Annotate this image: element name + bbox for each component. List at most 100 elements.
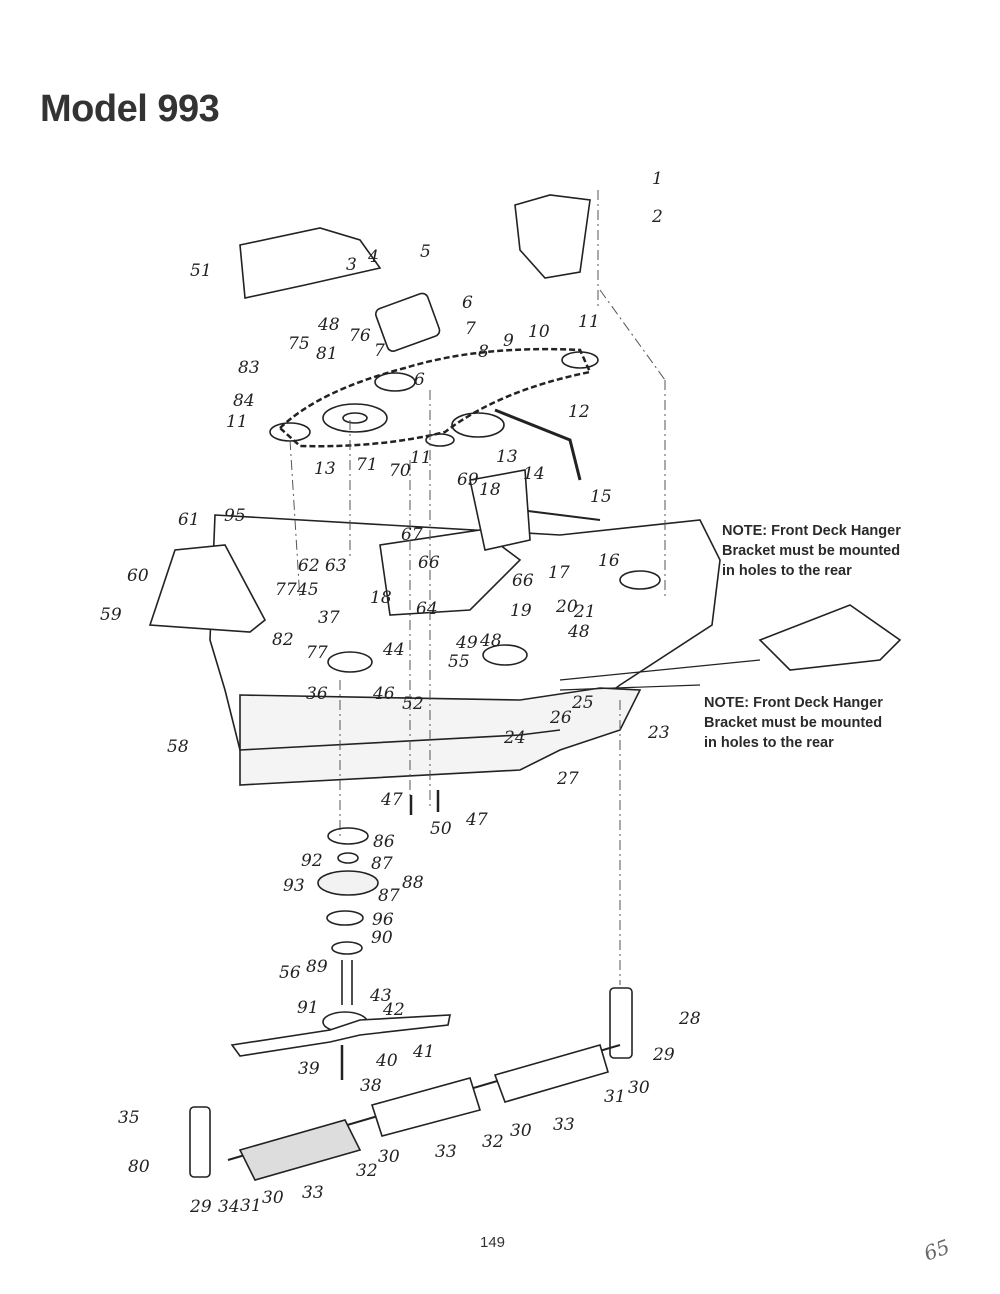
part-callout-9: 9 <box>503 331 514 351</box>
part-callout-87: 87 <box>378 886 400 906</box>
note-line: in holes to the rear <box>704 735 834 751</box>
part-callout-6: 6 <box>414 370 425 390</box>
part-callout-8: 8 <box>478 342 489 362</box>
part-callout-11: 11 <box>410 448 432 468</box>
part-callout-33: 33 <box>435 1142 457 1162</box>
part-callout-90: 90 <box>371 928 393 948</box>
part-callout-20: 20 <box>555 597 578 617</box>
part-callout-80: 80 <box>128 1157 150 1177</box>
pulley-right-center <box>451 412 505 438</box>
spindle-mount-right <box>619 570 661 590</box>
drive-belt <box>278 347 592 448</box>
part-callout-38: 38 <box>360 1076 382 1096</box>
part-callout-25: 25 <box>571 693 594 713</box>
part-callout-61: 61 <box>178 510 200 530</box>
part-callout-18: 18 <box>479 480 501 500</box>
part-callout-36: 36 <box>306 684 328 704</box>
part-callout-24: 24 <box>503 728 526 748</box>
part-callout-63: 63 <box>325 556 347 576</box>
part-callout-4: 4 <box>367 247 379 267</box>
note-front-deck-hanger-top: NOTE: Front Deck Hanger Bracket must be … <box>722 521 901 581</box>
part-callout-66: 66 <box>418 553 440 573</box>
center-bracket <box>379 529 522 616</box>
part-callout-12: 12 <box>568 402 590 422</box>
part-callout-77: 77 <box>306 643 328 663</box>
part-callout-26: 26 <box>549 708 572 728</box>
part-callout-70: 70 <box>389 461 411 481</box>
part-callout-29: 29 <box>189 1197 212 1217</box>
pulley-idler <box>374 372 416 392</box>
part-callout-48: 48 <box>479 631 502 651</box>
part-callout-84: 84 <box>233 391 255 411</box>
part-callout-14: 14 <box>523 464 545 484</box>
part-callout-95: 95 <box>224 506 246 526</box>
part-callout-30: 30 <box>262 1188 284 1208</box>
part-callout-18: 18 <box>370 588 392 608</box>
part-callout-89: 89 <box>306 957 328 977</box>
spindle-housing <box>317 870 379 896</box>
idler-arm <box>494 408 582 481</box>
part-callout-45: 45 <box>296 580 319 600</box>
part-callout-69: 69 <box>457 470 479 490</box>
part-callout-88: 88 <box>402 873 424 893</box>
part-callout-52: 52 <box>402 694 424 714</box>
page-number: 149 <box>480 1234 506 1251</box>
spindle-bearing-lower <box>331 941 363 955</box>
part-callout-55: 55 <box>448 652 470 672</box>
gearbox <box>374 292 441 352</box>
part-callout-40: 40 <box>375 1051 398 1071</box>
roller-bracket-right <box>609 987 633 1059</box>
part-callout-66: 66 <box>512 571 534 591</box>
part-callout-31: 31 <box>604 1087 626 1107</box>
spindle-mount-center <box>482 644 528 666</box>
part-callout-30: 30 <box>628 1078 650 1098</box>
roller-right <box>493 1044 609 1103</box>
part-callout-48: 48 <box>317 315 340 335</box>
spindle-mount-left <box>327 651 373 673</box>
part-callout-7: 7 <box>465 319 476 339</box>
note-front-deck-hanger-bottom: NOTE: Front Deck Hanger Bracket must be … <box>704 693 883 753</box>
note-line: Bracket must be mounted <box>704 715 883 731</box>
part-callout-58: 58 <box>167 737 189 757</box>
part-callout-37: 37 <box>318 608 340 628</box>
part-callout-67: 67 <box>401 525 423 545</box>
part-callout-31: 31 <box>240 1196 262 1216</box>
part-callout-33: 33 <box>302 1183 324 1203</box>
part-callout-51: 51 <box>190 261 212 281</box>
part-callout-10: 10 <box>528 322 550 342</box>
part-callout-13: 13 <box>314 459 336 479</box>
part-callout-21: 21 <box>573 602 596 622</box>
part-callout-81: 81 <box>316 344 338 364</box>
part-callout-32: 32 <box>482 1132 504 1152</box>
part-callout-28: 28 <box>678 1009 701 1029</box>
note-line: in holes to the rear <box>722 563 852 579</box>
part-callout-41: 41 <box>412 1042 435 1062</box>
adjust-rod <box>519 509 601 521</box>
part-callout-48: 48 <box>567 622 590 642</box>
part-callout-47: 47 <box>380 790 403 810</box>
spindle-bearing-upper <box>326 910 364 926</box>
note-line: NOTE: Front Deck Hanger <box>722 523 901 539</box>
pulley-center <box>322 403 388 433</box>
part-callout-3: 3 <box>346 255 357 275</box>
pulley-mid <box>425 433 455 447</box>
part-callout-19: 19 <box>510 601 532 621</box>
part-callout-96: 96 <box>372 910 394 930</box>
roller-bracket-left <box>189 1106 211 1178</box>
part-callout-35: 35 <box>118 1108 140 1128</box>
part-callout-86: 86 <box>373 832 395 852</box>
part-callout-1: 1 <box>652 169 663 189</box>
part-callout-75: 75 <box>288 334 310 354</box>
part-callout-92: 92 <box>301 851 323 871</box>
part-callout-11: 11 <box>226 412 248 432</box>
part-callout-59: 59 <box>100 605 122 625</box>
right-belt-guard <box>514 194 591 279</box>
left-belt-guard <box>239 227 382 299</box>
part-callout-6: 6 <box>462 293 473 313</box>
part-callout-16: 16 <box>598 551 620 571</box>
part-callout-32: 32 <box>356 1161 378 1181</box>
part-callout-15: 15 <box>590 487 612 507</box>
part-callout-34: 34 <box>218 1197 240 1217</box>
part-callout-27: 27 <box>556 769 579 789</box>
